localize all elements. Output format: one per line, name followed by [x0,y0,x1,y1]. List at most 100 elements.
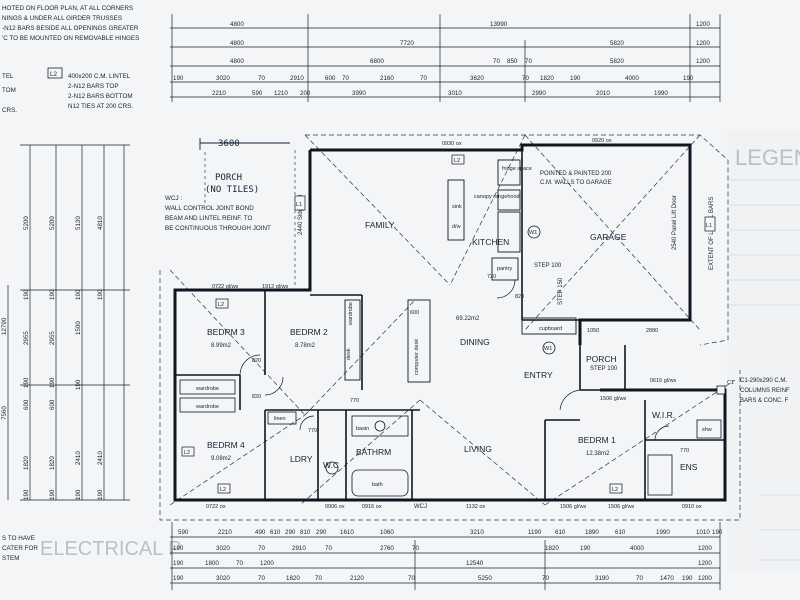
svg-text:4000: 4000 [630,545,644,552]
main-area: 69.22m2 [456,316,480,322]
dims-left-col-a: 5200 190 2955 190 600 1820 190 [23,216,30,500]
room-porch: PORCH [586,354,617,364]
room-bed3-area: 8.99m2 [211,343,232,349]
room-wc: W.C [323,460,339,470]
svg-text:190: 190 [570,75,581,82]
svg-text:L2: L2 [218,302,224,308]
svg-text:1200: 1200 [698,575,712,582]
svg-text:70: 70 [420,75,427,82]
svg-text:1990: 1990 [654,90,668,97]
room-bath: BATHRM [356,447,391,457]
room-entry: ENTRY [524,370,553,380]
svg-text:7720: 7720 [400,40,414,47]
svg-text:4800: 4800 [230,21,244,28]
sink-label: sink [452,204,462,210]
svg-text:190: 190 [580,545,591,552]
notes-top-left: HOTED ON FLOOR PLAN, AT ALL CORNERS NING… [2,5,139,42]
panel-lift-door: 2540 Panel Lift Door [672,195,678,250]
lintel-tags [181,154,716,494]
svg-text:1820: 1820 [49,456,56,470]
room-bed1: BEDRM 1 [578,435,616,445]
svg-text:2760: 2760 [380,545,394,552]
svg-text:600: 600 [325,75,336,82]
svg-text:610: 610 [555,529,566,536]
svg-text:1890: 1890 [585,529,599,536]
shower-label: shw [702,427,712,433]
svg-text:600: 600 [410,310,419,316]
svg-text:70: 70 [258,575,265,582]
svg-text:290: 290 [285,529,296,536]
svg-text:2955: 2955 [23,331,30,345]
svg-text:190: 190 [173,545,184,552]
svg-text:L1: L1 [706,223,712,229]
svg-text:3020: 3020 [216,75,230,82]
wet-area-labels: linen bath basin shw [274,416,712,488]
porch-hand-note: (NO TILES) [205,185,259,195]
svg-text:70: 70 [258,75,265,82]
dimension-lines-top [170,14,721,102]
wardrobes [179,379,236,413]
svg-text:590: 590 [252,90,263,97]
svg-text:5200: 5200 [23,216,30,230]
dimension-lines-left [7,144,130,501]
svg-text:190: 190 [682,575,693,582]
svg-text:70: 70 [412,545,419,552]
svg-text:5200: 5200 [49,216,56,230]
w1-porch: W1 [544,346,552,352]
misc-labels: STEP 100 STEP 100 STEP 150 2540 Panel Li… [298,171,790,510]
svg-text:200: 200 [300,90,311,97]
room-family: FAMILY [365,220,395,230]
svg-text:1200: 1200 [698,545,712,552]
svg-text:70: 70 [542,575,549,582]
svg-text:L2: L2 [184,450,190,456]
svg-text:190: 190 [49,489,56,500]
svg-text:4810: 4810 [97,216,104,230]
svg-text:1820: 1820 [23,456,30,470]
svg-text:0920 ox: 0920 ox [592,138,612,144]
svg-text:L2: L2 [612,487,618,493]
svg-text:0616 gl/ws: 0616 gl/ws [650,378,677,384]
svg-text:1800: 1800 [205,560,219,567]
svg-text:810: 810 [300,529,311,536]
column-note-3: BARS & CONC. F [740,398,789,404]
svg-text:13990: 13990 [490,21,508,28]
room-dining: DINING [460,337,490,347]
background-faint [727,130,800,570]
notes-bottom-left: S TO HAVE CATER FOR STEM [2,535,38,562]
dims-bottom-row2: 190 3020 70 2910 70 2760 70 1820 190 400… [173,545,712,552]
svg-text:3990: 3990 [352,90,366,97]
svg-text:3190: 3190 [595,575,609,582]
svg-text:820: 820 [252,358,261,364]
svg-text:70: 70 [493,58,500,65]
svg-text:2210: 2210 [212,90,226,97]
svg-text:70: 70 [408,575,415,582]
step-100-garage: STEP 100 [534,263,562,269]
room-bed1-area: 12.38m2 [586,451,610,457]
interior-walls [175,150,725,500]
legend-heading: LEGEN [735,145,800,170]
svg-text:2410: 2410 [75,451,82,465]
wall-control-note: WCJ : WALL CONTROL JOINT BOND BEAM AND L… [165,195,271,232]
svg-text:190: 190 [97,489,104,500]
svg-text:L2: L2 [220,487,226,493]
garage-note-1: POINTED & PAINTED 200 [540,171,612,177]
svg-text:590: 590 [178,529,189,536]
svg-text:5820: 5820 [610,58,624,65]
svg-text:5820: 5820 [610,40,624,47]
svg-text:4000: 4000 [625,75,639,82]
svg-text:1820: 1820 [286,575,300,582]
kitchen-labels: fridge space canopy rangehood sink d/w p… [346,166,562,375]
svg-text:70: 70 [315,575,322,582]
svg-text:190: 190 [23,489,30,500]
column-note-2: COLUMNS REINF [740,388,790,394]
svg-text:2010: 2010 [596,90,610,97]
svg-text:1506 gl/ws: 1506 gl/ws [600,396,627,402]
svg-text:BEAM AND LINTEL REINF. TO: BEAM AND LINTEL REINF. TO [165,215,252,222]
svg-text:7560: 7560 [1,406,8,420]
dimension-lines-bottom [170,522,721,590]
linen-label: linen [274,416,286,422]
svg-text:2210: 2210 [218,529,232,536]
door-swings [239,279,670,441]
svg-text:5130: 5130 [75,216,82,230]
dw-label: d/w [452,224,461,230]
